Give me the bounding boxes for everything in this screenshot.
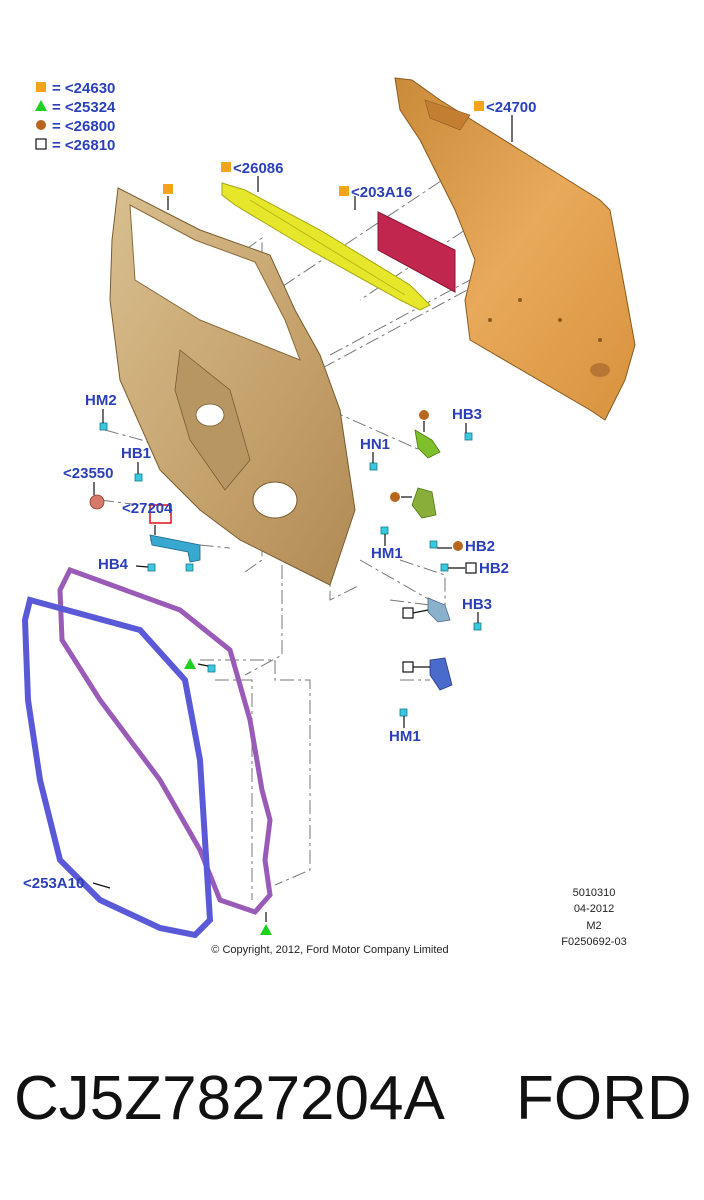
door-seal-blue: [21, 596, 214, 939]
markers: [149, 101, 484, 935]
callout-23550: <23550: [63, 465, 113, 482]
hinge-body-lower: [429, 657, 453, 691]
callout-203A16: <203A16: [351, 184, 412, 201]
callout-labels: <24700 <26086 <203A16 HM2 HB1 <23550 <27…: [23, 99, 536, 892]
marker-square-empty-icon: [402, 607, 414, 619]
marker-square-empty-icon: [465, 562, 477, 574]
callout-hb2-b: HB2: [479, 560, 509, 577]
brand-name: FORD: [516, 1064, 692, 1133]
stamp-line-2: 04-2012: [574, 903, 614, 915]
legend-square-empty-icon: [35, 138, 47, 150]
legend-triangle-green-icon: [35, 100, 47, 111]
callout-hb3-top: HB3: [452, 406, 482, 423]
caption-bar: CJ5Z7827204A FORD: [0, 1068, 704, 1148]
legend-circle-brown-icon: [36, 120, 46, 130]
legend-text-26800: = <26800: [52, 118, 115, 135]
marker-square-orange-icon: [474, 101, 484, 111]
callout-hb2-a: HB2: [465, 538, 495, 555]
callout-hb1: HB1: [121, 445, 151, 462]
copyright-notice: © Copyright, 2012, Ford Motor Company Li…: [211, 944, 448, 956]
clips: [99, 422, 482, 717]
callout-hm2: HM2: [85, 392, 117, 409]
leader-lines: [92, 115, 513, 922]
marker-square-orange-icon: [339, 186, 349, 196]
stamp-line-1: 5010310: [573, 887, 616, 899]
drawing-stamp: 5010310 04-2012 M2 F0250692-03: [561, 887, 626, 948]
door-seal-purple: [57, 566, 273, 915]
legend-text-26810: = <26810: [52, 137, 115, 154]
stamp-line-4: F0250692-03: [561, 936, 626, 948]
stamp-line-3: M2: [586, 920, 601, 932]
part-number: CJ5Z7827204A: [14, 1064, 445, 1133]
marker-circle-brown-icon: [419, 410, 429, 420]
callout-253A10: <253A10: [23, 875, 84, 892]
legend-text-24630: = <24630: [52, 80, 115, 97]
hinge-body-upper: [427, 597, 451, 623]
marker-triangle-green-icon: [260, 924, 272, 935]
marker-circle-brown-icon: [453, 541, 463, 551]
legend-square-orange-icon: [36, 82, 46, 92]
marker-circle-brown-icon: [390, 492, 400, 502]
door-check-strap: [149, 534, 201, 563]
marker-triangle-green-icon: [184, 658, 196, 669]
callout-hb4: HB4: [98, 556, 129, 573]
marker-square-empty-icon: [402, 661, 414, 673]
lower-hinge: [411, 487, 437, 519]
callout-hn1: HN1: [360, 436, 390, 453]
highlight-box-27204: [149, 504, 172, 524]
exploded-door-diagram: = <24630 = <25324 = <26800 = <26810: [21, 77, 636, 956]
inner-door-panel: [109, 187, 356, 586]
marker-square-orange-icon: [163, 184, 173, 194]
grommet-23550: [89, 494, 105, 510]
reinforcement-bar: [221, 182, 431, 311]
callout-hm1-mid: HM1: [371, 545, 403, 562]
callout-26086: <26086: [233, 160, 283, 177]
outer-door-skin: [394, 77, 636, 421]
legend: = <24630 = <25324 = <26800 = <26810: [35, 80, 116, 154]
callout-hb3-low: HB3: [462, 596, 492, 613]
callout-hm1-bottom: HM1: [389, 728, 421, 745]
callout-27204: <27204: [122, 500, 173, 517]
upper-hinge: [414, 429, 441, 459]
callout-24700: <24700: [486, 99, 536, 116]
red-panel: [377, 211, 456, 293]
marker-square-orange-icon: [221, 162, 231, 172]
legend-text-25324: = <25324: [52, 99, 116, 116]
